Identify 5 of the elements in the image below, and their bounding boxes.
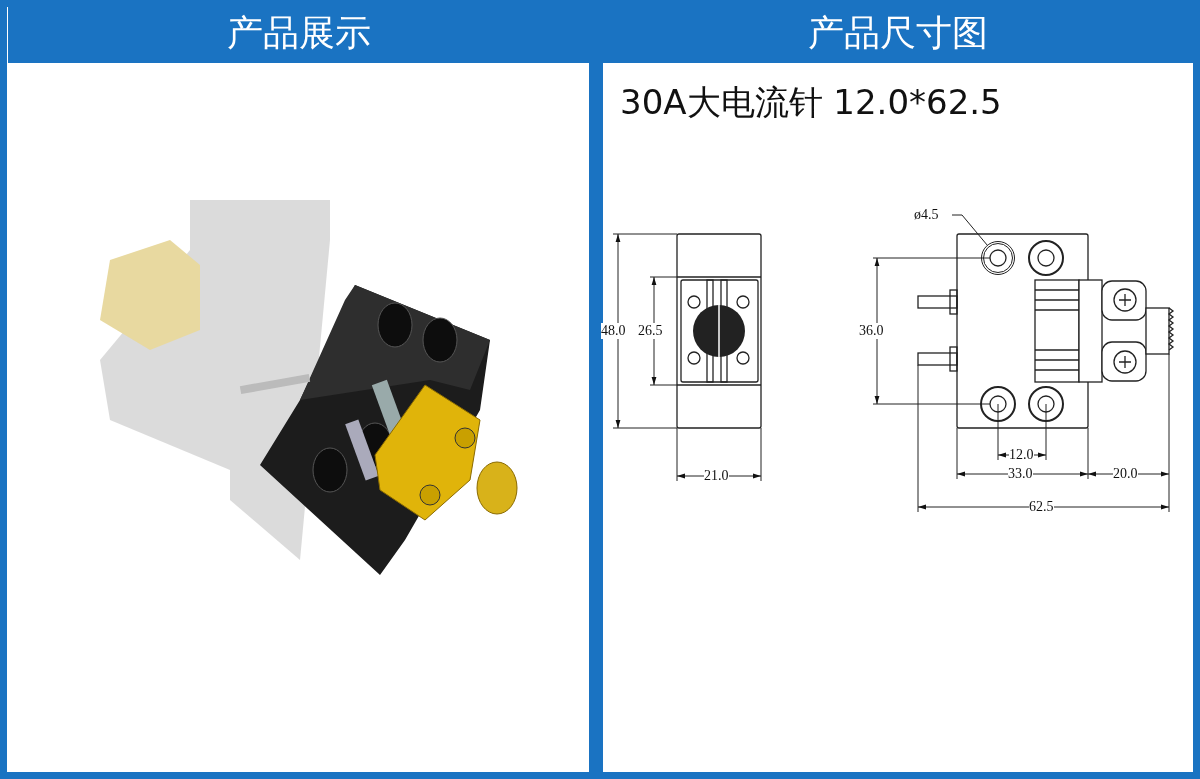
dimension-value: 48.0 xyxy=(601,323,626,339)
dimension-value: 26.5 xyxy=(638,323,663,339)
dimension-value: 36.0 xyxy=(859,323,884,339)
leader-line xyxy=(951,214,988,246)
product-title: 30A大电流针 12.0*62.5 xyxy=(620,81,1002,124)
